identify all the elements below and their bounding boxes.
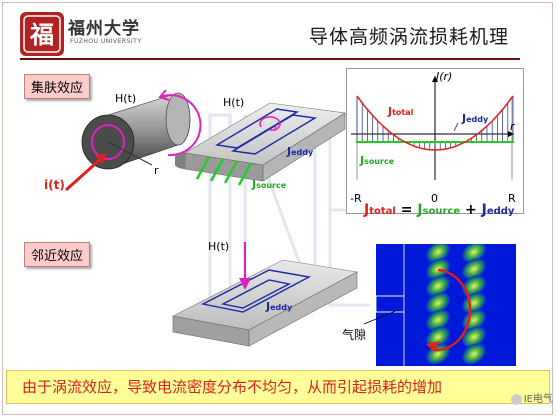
total-subscript: total xyxy=(369,206,396,217)
j-symbol: J xyxy=(462,112,467,125)
proximity-h-label: H(t) xyxy=(208,240,230,253)
graph-j-source-label: Jsource xyxy=(360,154,394,167)
plate-h-label: H(t) xyxy=(223,96,245,109)
air-gap-label: 气隙 xyxy=(342,328,367,342)
field-blob xyxy=(426,244,450,263)
j-axis-arrow xyxy=(432,76,438,82)
tick-r: R xyxy=(508,192,516,205)
wechat-icon xyxy=(510,393,522,405)
cylinder-diagram xyxy=(81,89,202,170)
field-arrow xyxy=(433,268,472,352)
eq-plus: + xyxy=(465,202,477,218)
eddy-subscript: eddy xyxy=(270,303,293,312)
j-symbol: J xyxy=(481,202,487,218)
tick-zero: 0 xyxy=(431,192,438,205)
university-name-en: FUZHOU UNIVERSITY xyxy=(70,38,142,45)
j-symbol: J xyxy=(417,202,423,218)
proximity-j-eddy-label: Jeddy xyxy=(266,300,292,313)
skin-effect-label: 集肤效应 xyxy=(24,74,91,99)
page-title: 导体高频涡流损耗机理 xyxy=(308,26,509,48)
eddy-subscript: eddy xyxy=(466,115,489,124)
field-blob xyxy=(462,244,486,263)
header-rule xyxy=(20,58,520,60)
graph-j-total-label: Jtotal xyxy=(388,105,413,118)
equation: Jtotal = Jsource + Jeddy xyxy=(364,202,514,218)
source-subscript: source xyxy=(422,206,461,217)
eddy-subscript: eddy xyxy=(291,148,314,157)
field-blob xyxy=(426,309,450,331)
total-subscript: total xyxy=(392,108,414,117)
university-name: 福州大学 xyxy=(68,19,140,39)
conclusion-bar xyxy=(6,370,550,404)
plate-j-eddy-label: Jeddy xyxy=(287,145,313,158)
university-seal-icon: 福 xyxy=(20,12,64,56)
conclusion-text: 由于涡流效应，导致电流密度分布不均匀，从而引起损耗的增加 xyxy=(22,378,443,396)
field-blob xyxy=(462,258,486,280)
field-blob xyxy=(426,275,450,297)
proximity-effect-label: 邻近效应 xyxy=(24,242,91,267)
field-blob xyxy=(462,326,486,348)
plate-diagram xyxy=(175,102,346,186)
source-subscript: source xyxy=(256,181,287,190)
eq-source: Jsource xyxy=(417,202,460,218)
graph-x-label: r xyxy=(510,120,515,133)
j-total-curve xyxy=(356,95,514,151)
eddy-subscript: eddy xyxy=(486,206,515,217)
eq-eddy: Jeddy xyxy=(482,202,515,218)
j-symbol: J xyxy=(360,154,365,167)
current-density-graph xyxy=(351,76,514,180)
graph-j-eddy-label: Jeddy xyxy=(462,112,488,125)
air-gap-pointer xyxy=(363,309,399,325)
j-symbol: J xyxy=(266,300,271,313)
slide-border xyxy=(2,2,553,415)
air-gap-field-plot xyxy=(376,244,516,366)
j-symbol: J xyxy=(364,202,370,218)
field-blob xyxy=(426,292,450,314)
current-label: i(t) xyxy=(44,178,65,192)
field-blob xyxy=(426,258,450,280)
source-badge: IE电气 xyxy=(510,390,553,405)
cylinder-h-label: H(t) xyxy=(115,92,137,105)
field-blobs xyxy=(426,244,486,365)
badge-text: IE电气 xyxy=(523,394,553,405)
eddy-pointer xyxy=(453,122,459,132)
source-subscript: source xyxy=(364,157,395,166)
field-arrowhead xyxy=(426,341,440,352)
j-symbol: J xyxy=(252,178,257,191)
field-blob xyxy=(426,326,450,348)
gap-outline xyxy=(376,244,405,366)
proximity-plate-diagram xyxy=(172,242,358,347)
field-blob xyxy=(462,275,486,297)
j-symbol: J xyxy=(287,145,292,158)
j-symbol: J xyxy=(388,105,393,118)
field-blob xyxy=(462,343,486,365)
tick-neg-r: -R xyxy=(350,192,362,205)
seal-char: 福 xyxy=(29,20,54,49)
eq-equals: = xyxy=(400,202,413,218)
r-axis-arrow xyxy=(508,131,514,137)
cylinder-r-label: r xyxy=(154,164,159,177)
current-arrow xyxy=(64,153,107,192)
graph-y-label: J(r) xyxy=(436,70,453,83)
plate-j-source-label: Jsource xyxy=(252,178,286,191)
eq-lhs: Jtotal xyxy=(364,202,396,218)
